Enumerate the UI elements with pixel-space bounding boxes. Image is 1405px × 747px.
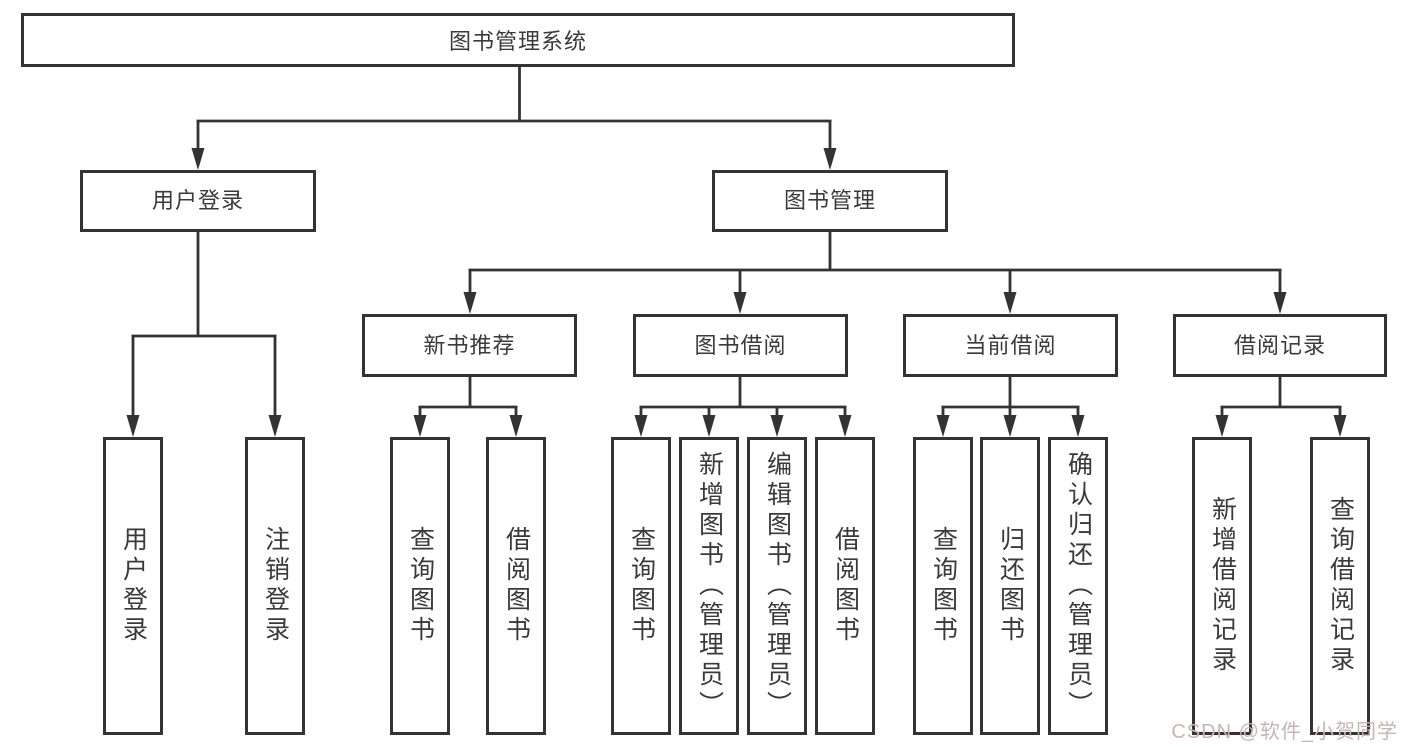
leaf-add-book-admin: 新增图书（管理员） [679, 437, 739, 735]
leaf-borrow-books: 借阅图书 [815, 437, 875, 735]
node-book-borrow: 图书借阅 [633, 314, 848, 377]
leaf-borrow-books-recommend: 借阅图书 [486, 437, 546, 735]
leaf-add-borrow-record: 新增借阅记录 [1192, 437, 1252, 735]
leaf-query-books-recommend: 查询图书 [390, 437, 450, 735]
node-root: 图书管理系统 [21, 13, 1015, 67]
node-new-book-recommend: 新书推荐 [362, 314, 577, 377]
leaf-return-book: 归还图书 [980, 437, 1040, 735]
leaf-query-books-borrow: 查询图书 [611, 437, 671, 735]
node-user-login: 用户登录 [80, 170, 316, 232]
leaf-user-login: 用户登录 [103, 437, 163, 735]
csdn-watermark: CSDN @软件_小贺同学 [1171, 721, 1398, 743]
leaf-query-books-current: 查询图书 [913, 437, 973, 735]
node-book-management: 图书管理 [712, 170, 948, 232]
leaf-edit-book-admin: 编辑图书（管理员） [747, 437, 807, 735]
leaf-logout: 注销登录 [245, 437, 305, 735]
leaf-query-borrow-record: 查询借阅记录 [1310, 437, 1370, 735]
node-borrow-records: 借阅记录 [1173, 314, 1387, 377]
node-current-borrow: 当前借阅 [903, 314, 1118, 377]
leaf-confirm-return-admin: 确认归还（管理员） [1048, 437, 1108, 735]
